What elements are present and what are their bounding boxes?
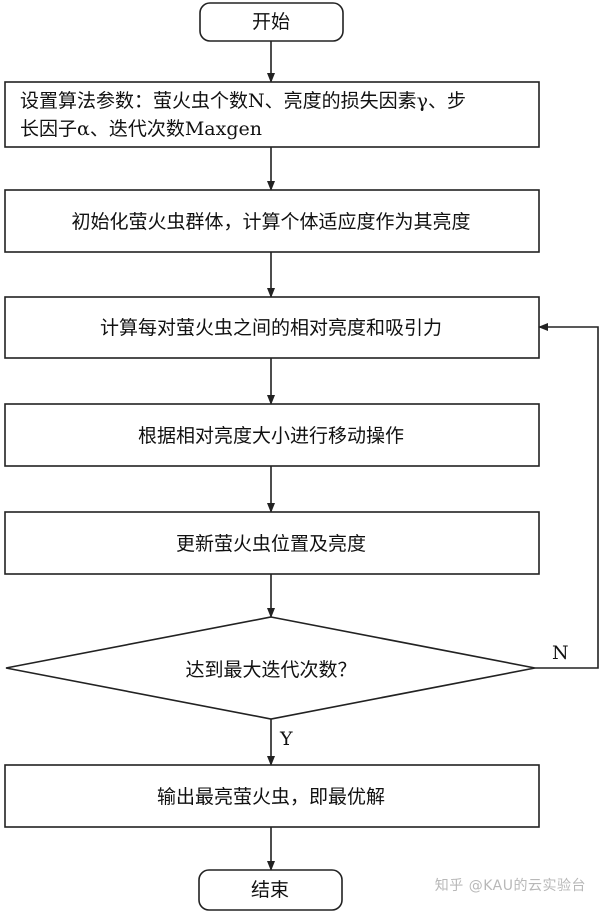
compute-attractiveness-node: 计算每对萤火虫之间的相对亮度和吸引力: [4, 296, 540, 359]
set-parameters-node: 设置算法参数：萤火虫个数N、亮度的损失因素γ、步 长因子α、迭代次数Maxgen: [4, 81, 540, 148]
update-position-node: 更新萤火虫位置及亮度: [4, 511, 540, 575]
source-watermark: 知乎 @KAU的云实验台: [434, 878, 586, 894]
no-branch-label: N: [552, 642, 569, 664]
decision-label: 达到最大迭代次数？: [185, 659, 356, 681]
start-node: 开始: [199, 2, 344, 42]
output-best-label: 输出最亮萤火虫，即最优解: [157, 786, 385, 808]
compute-attractiveness-label: 计算每对萤火虫之间的相对亮度和吸引力: [100, 317, 442, 339]
max-iterations-decision: 达到最大迭代次数？: [5, 616, 536, 720]
end-label: 结束: [251, 879, 289, 901]
set-parameters-label-line1: 设置算法参数：萤火虫个数N、亮度的损失因素γ、步: [20, 90, 466, 112]
update-position-label: 更新萤火虫位置及亮度: [176, 533, 366, 555]
output-best-node: 输出最亮萤火虫，即最优解: [4, 764, 540, 828]
initialize-population-label: 初始化萤火虫群体，计算个体适应度作为其亮度: [71, 211, 470, 233]
start-label: 开始: [252, 11, 290, 33]
set-parameters-label-line2: 长因子α、迭代次数Maxgen: [20, 118, 262, 140]
end-node: 结束: [198, 869, 343, 911]
move-operation-label: 根据相对亮度大小进行移动操作: [138, 425, 404, 447]
initialize-population-node: 初始化萤火虫群体，计算个体适应度作为其亮度: [4, 189, 540, 253]
loop-back-arrow: [535, 323, 599, 669]
yes-branch-label: Y: [279, 728, 293, 750]
move-operation-node: 根据相对亮度大小进行移动操作: [4, 403, 540, 467]
